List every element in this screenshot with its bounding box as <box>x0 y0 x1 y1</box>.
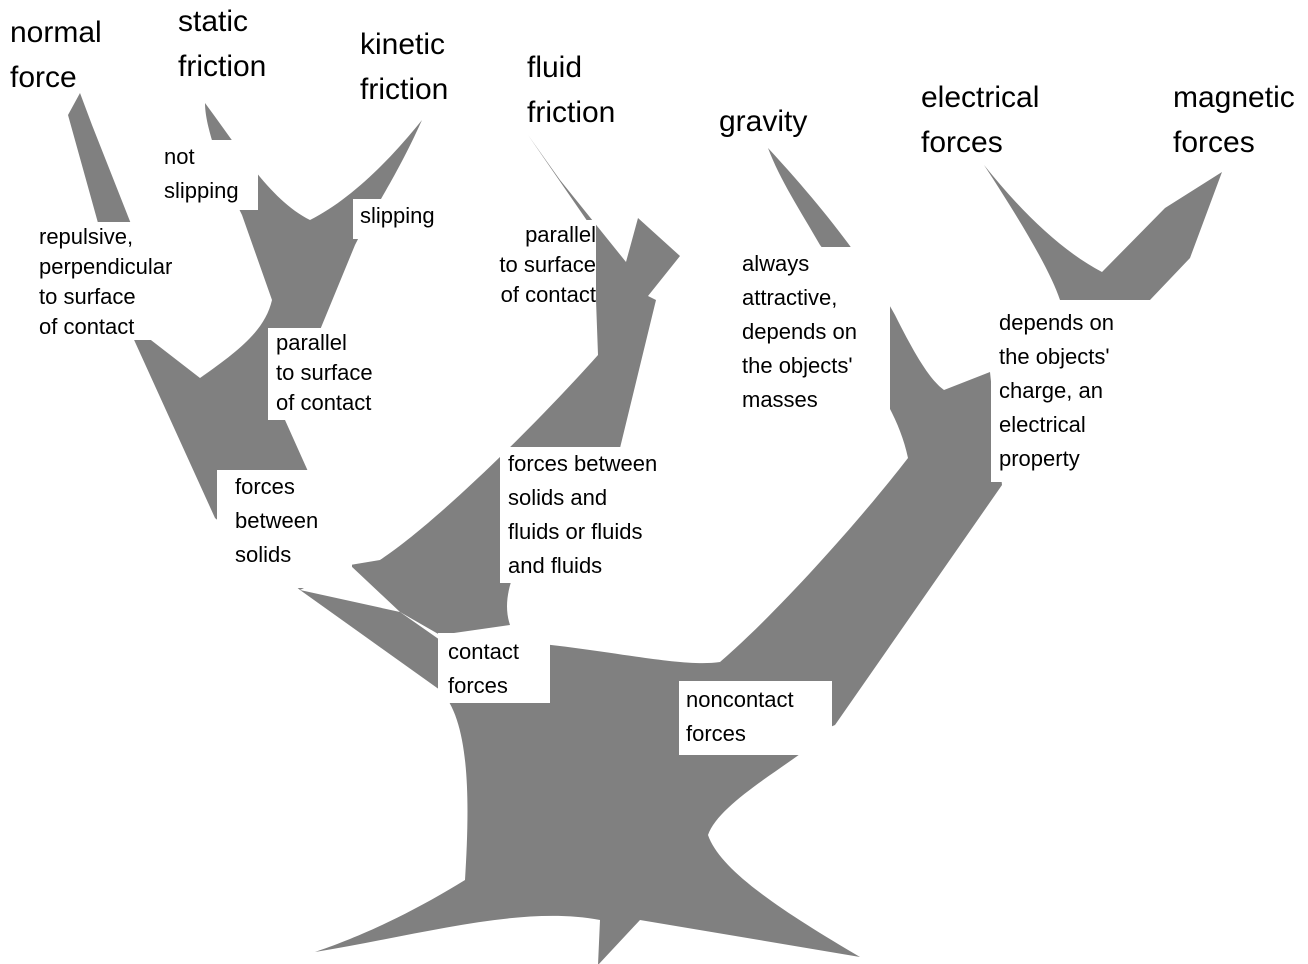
leaf-electrical-forces: electrical forces <box>921 81 1040 159</box>
label-normal-force: repulsive, perpendicular to surface of c… <box>31 222 172 340</box>
leaf-fluid-friction: fluid friction <box>527 51 616 129</box>
leaf-static-friction: static friction <box>178 5 267 83</box>
label-not-slipping: not slipping <box>158 140 258 210</box>
branch-noncontact-forces <box>720 148 1002 740</box>
leaf-kinetic-friction: kinetic friction <box>360 28 449 106</box>
label-parallel-fluid: parallel to surface of contact <box>478 220 596 308</box>
label-electrical-description: depends on the objects' charge, an elect… <box>991 306 1151 482</box>
label-between-solids: forces between solids <box>217 470 352 588</box>
leaf-magnetic-forces: magnetic forces <box>1173 81 1295 159</box>
leaf-gravity: gravity <box>719 105 808 138</box>
label-parallel-solid: parallel to surface of contact <box>268 328 386 420</box>
branch-fluid-friction <box>350 135 680 635</box>
leaf-normal-force: normal force <box>10 16 102 94</box>
label-contact-forces: contact forces <box>438 633 550 703</box>
label-noncontact-forces: noncontact forces <box>679 681 832 755</box>
label-solids-fluids: forces between solids and fluids or flui… <box>500 447 674 583</box>
branch-electrical-magnetic <box>984 165 1222 372</box>
label-slipping: slipping <box>353 199 451 239</box>
label-gravity-description: always attractive, depends on the object… <box>735 247 890 419</box>
